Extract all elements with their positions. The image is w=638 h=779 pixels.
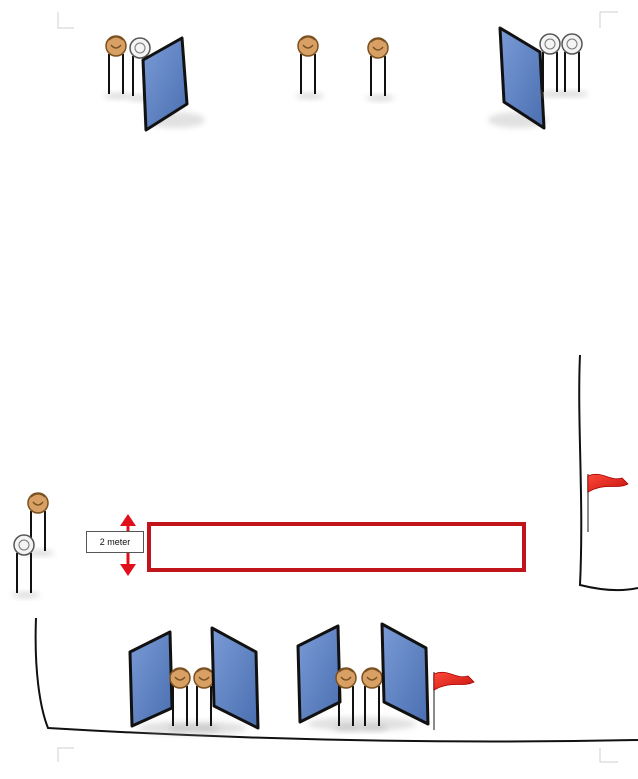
person-icon-top-middle-2	[366, 38, 394, 101]
lane-width-label: 2 meter	[86, 531, 144, 553]
person-icon-top-middle-1	[296, 36, 324, 99]
blue-panel-icon-bottom-3	[296, 624, 342, 724]
person-icon-top-left-1	[104, 36, 132, 99]
person-icon-top-right-2	[560, 34, 588, 97]
blue-panel-icon-top-left	[141, 36, 189, 132]
boundary-line-right	[578, 354, 638, 592]
blue-panel-icon-top-right	[498, 26, 546, 130]
boundary-line-bottom	[34, 617, 638, 743]
corner-marks	[57, 11, 618, 763]
person-icon-left-2	[12, 535, 40, 598]
blue-panel-icon-bottom-4	[380, 622, 430, 726]
red-flag-icon-bottom	[433, 671, 475, 731]
red-flag-icon-right	[587, 473, 629, 533]
blue-panel-icon-bottom-1	[128, 630, 174, 728]
lane-outline	[147, 522, 526, 572]
blue-panel-icon-bottom-2	[210, 626, 260, 730]
